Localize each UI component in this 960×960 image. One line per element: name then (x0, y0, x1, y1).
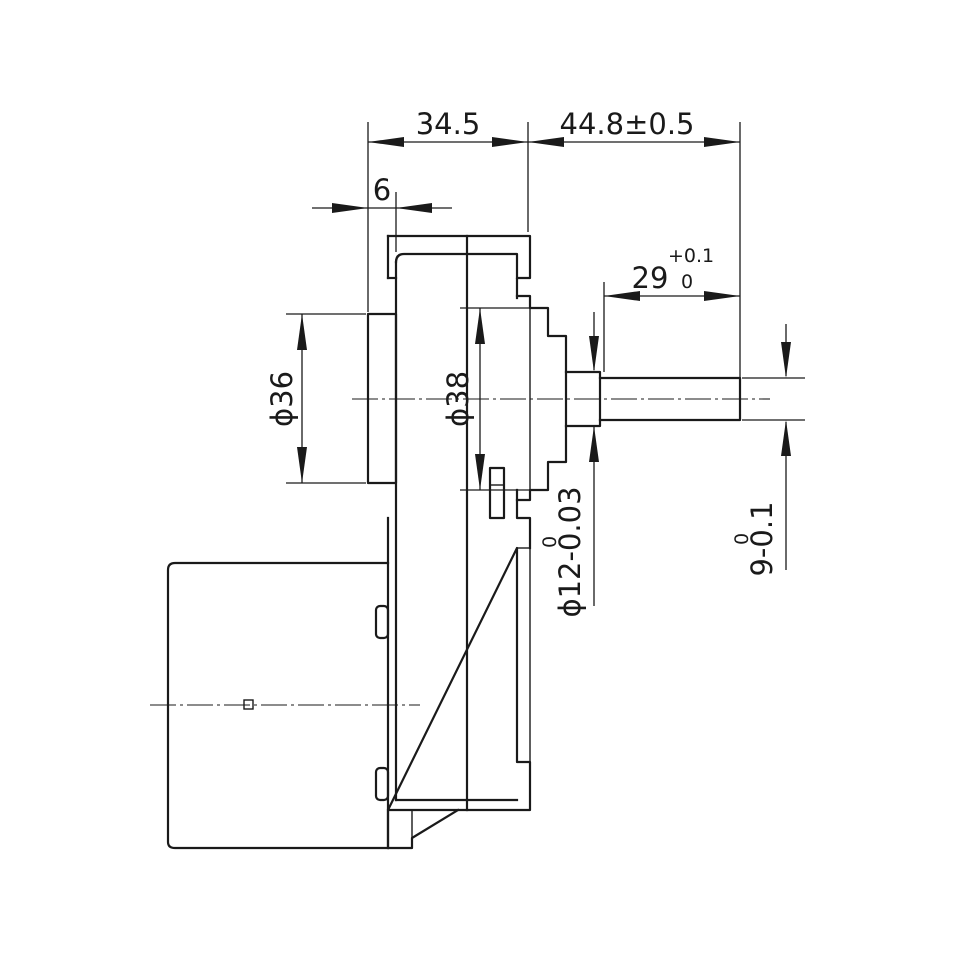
dim-flange-step: 6 (373, 173, 391, 207)
dim-boss-diameter: ϕ36 (265, 371, 299, 427)
dimension-labels: 34.5 44.8±0.5 6 29 +0.1 0 ϕ36 ϕ38 ϕ12-0.… (265, 107, 779, 618)
dimension-lines (297, 137, 791, 570)
dim-shaft-extension-upper-tol: +0.1 (668, 245, 714, 267)
dim-shaft-diameter: ϕ12-0.03 (553, 486, 587, 617)
dim-hub-diameter: ϕ38 (441, 371, 475, 427)
center-lines (150, 398, 770, 706)
dim-shaft-extension-lower-tol: 0 (681, 271, 693, 293)
motor-outline (166, 516, 390, 850)
dim-flat-width: 9-0.1 (745, 501, 779, 576)
dim-shaft-diameter-upper-tol: 0 (539, 536, 561, 548)
extension-lines (286, 122, 805, 606)
dim-shaft-length: 44.8±0.5 (560, 107, 695, 141)
dim-overall-depth: 34.5 (416, 107, 481, 141)
dim-flat-width-upper-tol: 0 (731, 533, 753, 545)
dim-shaft-extension: 29 (632, 261, 669, 295)
